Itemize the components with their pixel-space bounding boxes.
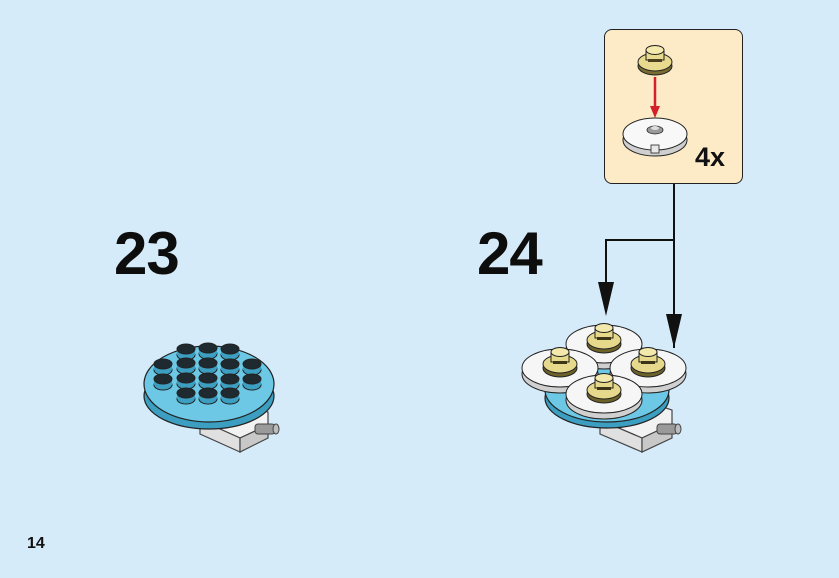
arrow-heads	[598, 282, 682, 348]
white-round-tile	[565, 373, 643, 420]
gold-round-stud	[630, 347, 666, 378]
red-placement-arrow	[650, 77, 660, 118]
step-number-24: 24	[477, 220, 543, 287]
plate-stud	[198, 387, 218, 405]
plate-stud	[176, 387, 196, 405]
plate-stud	[153, 373, 173, 391]
parts-callout-box: 4x	[604, 29, 743, 184]
white-round-tile-icon	[622, 117, 688, 157]
white-round-tiles-with-gold-studs	[521, 323, 687, 420]
plate-stud	[153, 358, 173, 376]
page-number: 14	[27, 535, 45, 552]
gold-round-plate-icon	[637, 45, 673, 76]
plate-stud	[220, 358, 240, 376]
step-number-23: 23	[114, 220, 180, 287]
plate-stud	[242, 373, 262, 391]
quantity-label: 4x	[695, 142, 726, 172]
white-round-tile	[609, 347, 687, 394]
callout-illustration	[622, 45, 688, 157]
callout-arrows	[605, 183, 675, 348]
plate-stud	[220, 373, 240, 391]
plate-stud	[220, 343, 240, 361]
gold-round-stud	[542, 347, 578, 378]
plate-stud	[198, 342, 218, 360]
plate-stud	[220, 387, 240, 405]
plate-stud	[198, 372, 218, 390]
gold-round-stud	[586, 323, 622, 354]
plate-stud	[176, 357, 196, 375]
gold-round-stud	[586, 373, 622, 404]
plate-stud	[176, 372, 196, 390]
plate-studs	[153, 342, 262, 405]
plate-stud	[242, 358, 262, 376]
